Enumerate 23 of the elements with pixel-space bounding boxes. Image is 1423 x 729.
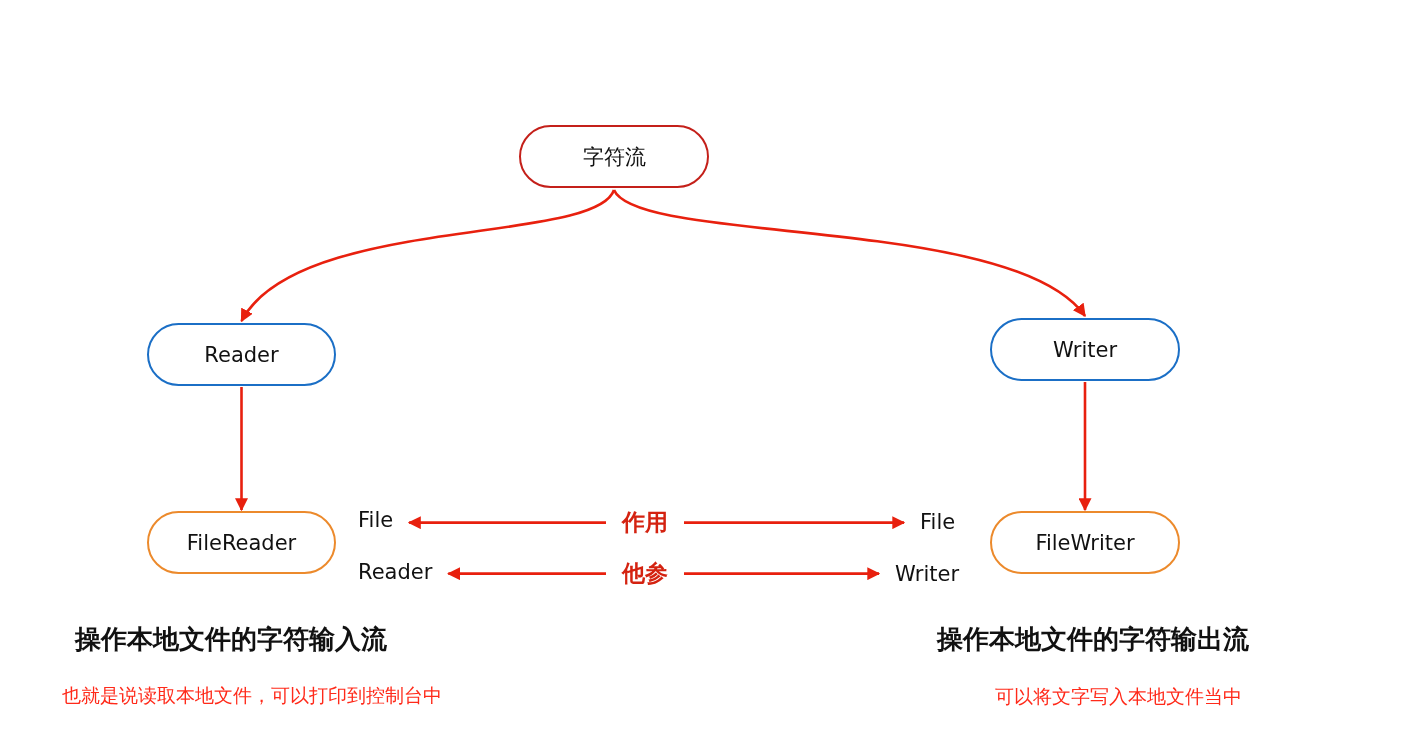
note-text: 可以将文字写入本地文件当中 [995,684,1242,709]
arrow [684,516,906,530]
arrow [240,189,615,322]
arrow [407,516,606,530]
rounded-box: FileWriter [990,511,1180,574]
arrow-caption: 作用 [622,510,668,536]
text-label: File [358,509,394,533]
text-label: Writer [895,563,960,587]
arrow [613,189,1086,317]
arrow [1078,382,1092,512]
note-text: 也就是说读取本地文件，可以打印到控制台中 [62,683,442,708]
rounded-box: Reader [147,323,336,386]
arrow [235,387,248,512]
heading: 操作本地文件的字符输入流 [75,623,387,656]
arrow-caption: 他参 [622,561,668,587]
rounded-box: 字符流 [519,125,709,188]
rounded-box: Writer [990,318,1180,381]
text-label: Reader [358,561,433,585]
heading: 操作本地文件的字符输出流 [937,623,1249,656]
arrow [447,567,606,581]
text-label: File [920,511,956,535]
arrow [684,567,881,581]
rounded-box: FileReader [147,511,336,574]
